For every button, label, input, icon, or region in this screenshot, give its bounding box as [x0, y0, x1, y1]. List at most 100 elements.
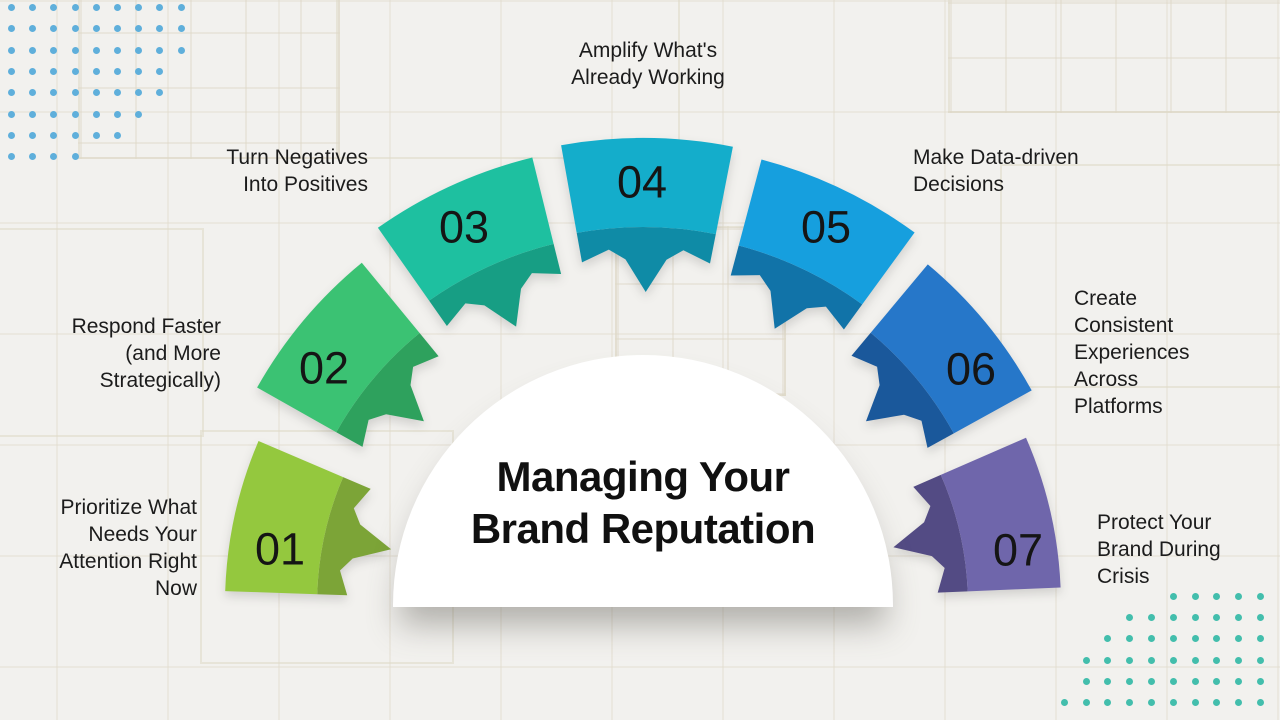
decorative-dot	[8, 25, 15, 33]
segment-05-number: 05	[800, 201, 852, 253]
decorative-dot	[135, 110, 143, 118]
decorative-dot	[92, 131, 100, 139]
decorative-dot	[50, 131, 58, 139]
decorative-dot	[1213, 699, 1221, 706]
decorative-dot	[1148, 677, 1155, 685]
segment-04-label: Amplify What's Already Working	[571, 39, 725, 90]
decorative-dot	[1191, 677, 1199, 685]
decorative-dot	[71, 67, 79, 75]
segment-01-number: 01	[254, 523, 306, 575]
decorative-dot	[1126, 656, 1134, 664]
segment-02-label: Respond Faster (and More Strategically)	[71, 315, 221, 393]
decorative-dot	[71, 46, 79, 54]
decorative-dot	[1191, 656, 1199, 664]
decorative-dot	[1257, 677, 1264, 685]
decorative-dot	[1213, 614, 1221, 622]
decorative-dot	[1104, 677, 1112, 685]
decorative-dot	[29, 89, 37, 97]
decorative-dot	[156, 46, 164, 54]
decorative-dot	[114, 89, 121, 97]
decorative-dot	[135, 4, 143, 11]
decorative-dot	[50, 153, 58, 161]
segment-02-wedge	[257, 262, 439, 447]
decorative-dot	[1191, 635, 1199, 643]
decorative-dot	[1082, 656, 1090, 664]
decorative-dot	[1169, 593, 1177, 600]
decorative-dot	[1104, 635, 1112, 643]
segment-03-wedge	[377, 157, 562, 327]
decorative-dot	[156, 67, 164, 75]
decorative-dot	[1126, 614, 1134, 622]
decorative-dot	[114, 131, 121, 139]
decorative-dot	[177, 46, 185, 54]
decorative-dot	[1169, 614, 1177, 622]
decorative-dot	[156, 25, 164, 33]
decorative-dot	[1235, 635, 1243, 643]
decorative-dot	[8, 153, 15, 161]
decorative-dot	[71, 89, 79, 97]
decorative-dot	[50, 67, 58, 75]
segment-07-wedge	[893, 437, 1061, 593]
decorative-dot	[1191, 593, 1199, 600]
decorative-dot	[8, 131, 15, 139]
segment-07-number: 07	[992, 524, 1044, 576]
decorative-dot	[1213, 635, 1221, 643]
segment-01-wedge	[225, 441, 392, 596]
decorative-dot	[1235, 699, 1243, 706]
decorative-dot	[29, 46, 37, 54]
decorative-dot	[135, 46, 143, 54]
decorative-dot	[1126, 635, 1134, 643]
decorative-dot	[1257, 593, 1264, 600]
decorative-dot	[1257, 614, 1264, 622]
segment-06-body	[870, 264, 1032, 434]
decorative-dot	[1235, 593, 1243, 600]
decorative-dot	[92, 89, 100, 97]
decorative-dot	[114, 4, 121, 11]
segment-06-label: Create Consistent Experiences Across Pla…	[1074, 287, 1190, 419]
decorative-dot	[1235, 656, 1243, 664]
page-title: Managing Your Brand Reputation	[470, 453, 816, 553]
decorative-dot	[92, 25, 100, 33]
decorative-dot	[1148, 699, 1155, 706]
decorative-dot	[1235, 677, 1243, 685]
decorative-dot	[1191, 614, 1199, 622]
decorative-dot	[92, 46, 100, 54]
decorative-dot	[177, 4, 185, 11]
decorative-dot	[92, 4, 100, 11]
decorative-dot	[8, 67, 15, 75]
decorative-dot	[114, 110, 121, 118]
segment-05-body	[738, 159, 915, 305]
decorative-dot	[156, 89, 164, 97]
segment-04-pointer	[576, 227, 716, 292]
segment-07-body	[940, 437, 1061, 592]
decorative-dot	[114, 25, 121, 33]
decorative-dot	[1169, 699, 1177, 706]
segment-04-number: 04	[616, 156, 668, 208]
decorative-dot	[1060, 699, 1068, 706]
decorative-dot	[29, 25, 37, 33]
decorative-dot	[156, 4, 164, 11]
decorative-dot	[1257, 656, 1264, 664]
decorative-dot	[71, 4, 79, 11]
segment-01-label: Prioritize What Needs Your Attention Rig…	[59, 496, 197, 601]
decorative-dot	[1169, 677, 1177, 685]
decorative-dot	[8, 4, 15, 11]
segment-01-body	[225, 441, 344, 595]
center-dome: Managing Your Brand Reputation	[393, 355, 893, 607]
decorative-dot	[71, 110, 79, 118]
decorative-dot	[1082, 699, 1090, 706]
decorative-dot	[1104, 656, 1112, 664]
segment-03-body	[377, 157, 554, 301]
segment-06-wedge	[851, 264, 1032, 448]
decorative-dot	[1082, 677, 1090, 685]
decorative-dot	[114, 46, 121, 54]
decorative-dot	[1104, 699, 1112, 706]
decorative-dot	[1126, 677, 1134, 685]
decorative-dot	[135, 67, 143, 75]
segment-02-pointer	[336, 333, 439, 447]
decorative-dot	[1213, 677, 1221, 685]
decorative-dot	[8, 110, 15, 118]
decorative-dot	[1235, 614, 1243, 622]
decorative-dot	[1148, 656, 1155, 664]
